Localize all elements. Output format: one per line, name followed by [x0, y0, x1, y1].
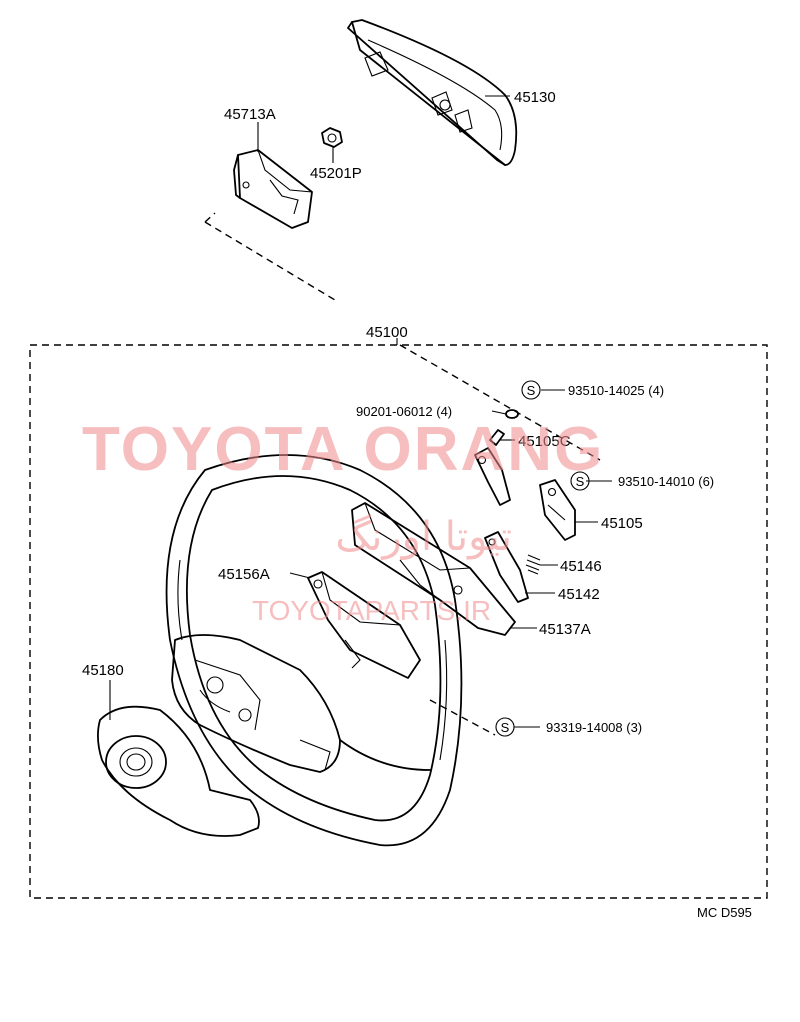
emblem-dashed-guide [204, 212, 336, 301]
bracket-45105[interactable] [539, 479, 576, 541]
label-45180[interactable]: 45180 [82, 662, 124, 679]
bracket-45156A[interactable] [307, 571, 421, 679]
watermark-site: TOYOTAPARTS.IR [252, 595, 491, 626]
label-45105C[interactable]: 45105C [518, 433, 571, 450]
label-45137A[interactable]: 45137A [539, 621, 591, 638]
label-93510-14010[interactable]: 93510-14010 (6) [618, 474, 714, 489]
standard-part-symbol-2: S [570, 471, 590, 491]
leader-lines [109, 95, 612, 736]
assembly-border [29, 344, 768, 899]
label-90201-06012[interactable]: 90201-06012 (4) [356, 404, 452, 419]
standard-part-symbol-3: S [495, 717, 515, 737]
nut-45201P[interactable] [321, 127, 343, 148]
label-45142[interactable]: 45142 [558, 586, 600, 603]
label-45156A[interactable]: 45156A [218, 566, 270, 583]
steering-wheel-rim[interactable] [165, 454, 463, 847]
screw-dashed-guide [399, 344, 601, 461]
contact-45142[interactable] [484, 531, 529, 603]
label-45201P[interactable]: 45201P [310, 165, 362, 182]
pin-45105C[interactable] [489, 429, 505, 446]
cover-45180[interactable] [97, 705, 260, 837]
watermark-brand-latin: TOYOTA ORANG [82, 415, 604, 484]
label-45130[interactable]: 45130 [514, 89, 556, 106]
steering-wheel-hub[interactable] [171, 634, 431, 773]
svg-text:S: S [576, 474, 585, 489]
bracket-45105C[interactable] [474, 447, 511, 506]
horn-plate-45137A[interactable] [351, 502, 516, 636]
spring-45146[interactable] [525, 554, 541, 575]
label-45146[interactable]: 45146 [560, 558, 602, 575]
watermark-brand-farsi: تیوتا اورنگ [335, 514, 512, 560]
label-93319-14008[interactable]: 93319-14008 (3) [546, 720, 642, 735]
label-93510-14025[interactable]: 93510-14025 (4) [568, 383, 664, 398]
emblem-block-45713A[interactable] [233, 149, 313, 229]
standard-part-symbol-1: S [521, 380, 541, 400]
svg-text:S: S [527, 383, 536, 398]
diagram-code: MC D595 [697, 905, 752, 920]
horn-pad-cover-45130[interactable] [347, 19, 518, 166]
svg-text:S: S [501, 720, 510, 735]
label-45713A[interactable]: 45713A [224, 106, 276, 123]
label-45100[interactable]: 45100 [366, 324, 408, 341]
label-45105[interactable]: 45105 [601, 515, 643, 532]
